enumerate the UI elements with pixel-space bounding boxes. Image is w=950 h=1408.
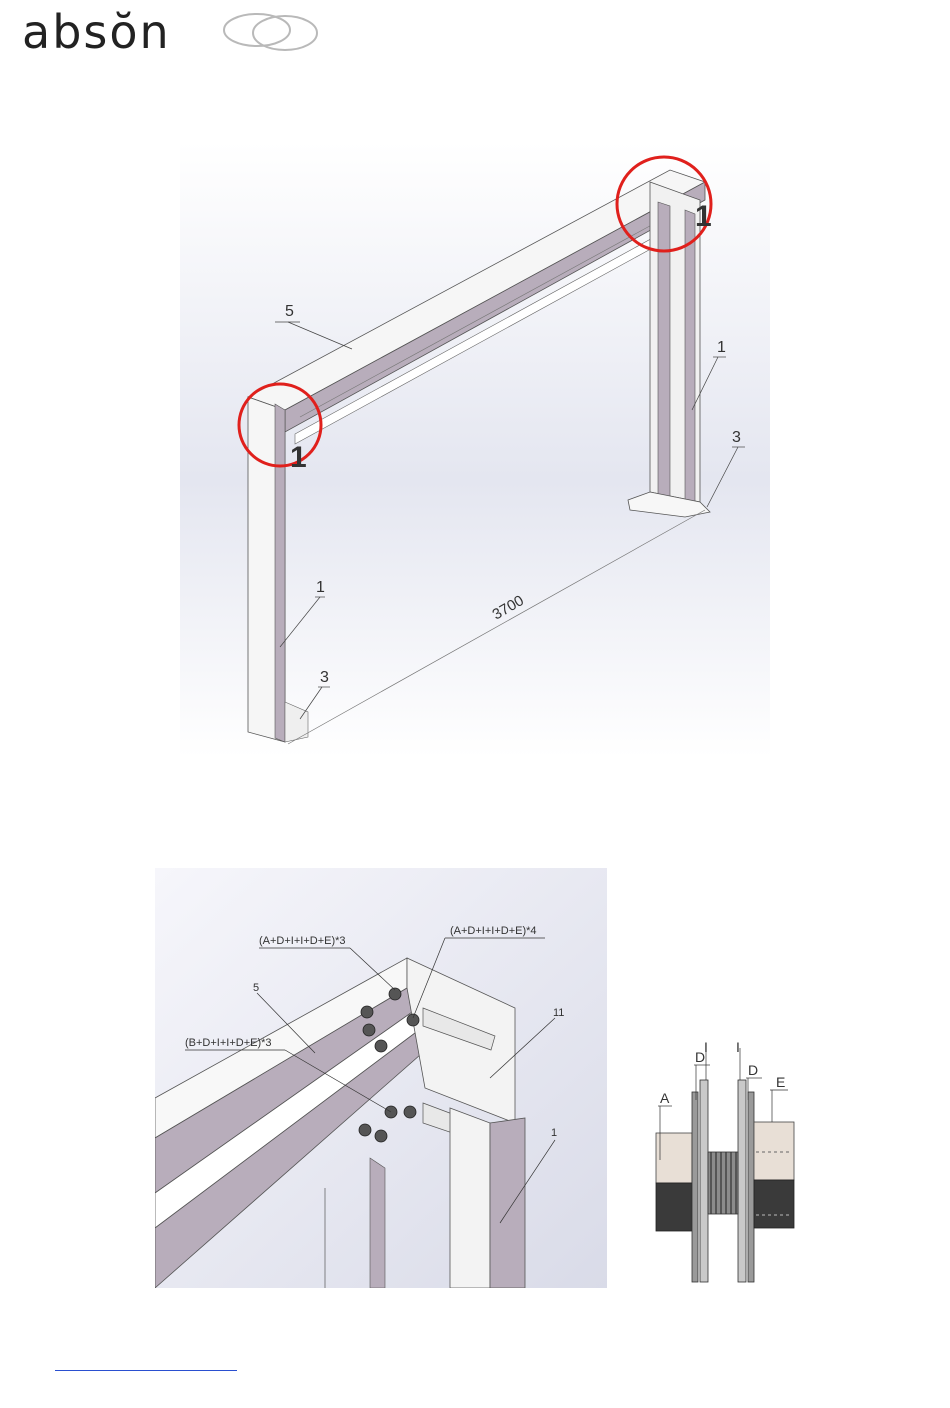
callout-post-right: 1 [717, 339, 726, 356]
callout-beam: 5 [285, 303, 294, 320]
footer-link[interactable] [55, 1352, 237, 1371]
label-E: E [776, 1074, 785, 1090]
callout-bracket: 11 [553, 1007, 564, 1019]
logo-text: absŏn [22, 6, 171, 58]
fastener-label-top-left: (A+D+I+I+D+E)*3 [259, 935, 346, 947]
fastener-label-left: (B+D+I+I+D+E)*3 [185, 1037, 272, 1049]
callout-post-detail: 1 [551, 1127, 557, 1139]
callout-beam-detail: 5 [253, 982, 259, 994]
frame-assembly-figure: 3700 5 1 3 1 3 1 1 [180, 142, 770, 757]
frame-assembly-drawing: 3700 5 1 3 1 3 1 1 [180, 142, 770, 757]
label-I-left: I [704, 1040, 708, 1055]
bolt-assembly-figure: A D I I D E [638, 1040, 798, 1285]
corner-detail-figure: (A+D+I+I+D+E)*3 (A+D+I+I+D+E)*4 (B+D+I+I… [155, 868, 607, 1288]
label-I-right: I [736, 1040, 740, 1055]
fastener-label-top-right: (A+D+I+I+D+E)*4 [450, 925, 537, 937]
brand-logo: absŏn [22, 6, 312, 58]
corner-detail-drawing: (A+D+I+I+D+E)*3 (A+D+I+I+D+E)*4 (B+D+I+I… [155, 868, 607, 1288]
callout-post-left: 1 [316, 579, 325, 596]
callout-corner-left: 1 [290, 441, 307, 474]
callout-base-left: 3 [320, 669, 329, 686]
callout-base-right: 3 [732, 429, 741, 446]
bolt-assembly-drawing: A D I I D E [638, 1040, 798, 1285]
logo-rings-icon [217, 8, 327, 54]
label-D-right: D [748, 1062, 758, 1078]
label-A: A [660, 1090, 670, 1106]
callout-corner-right: 1 [695, 200, 712, 233]
